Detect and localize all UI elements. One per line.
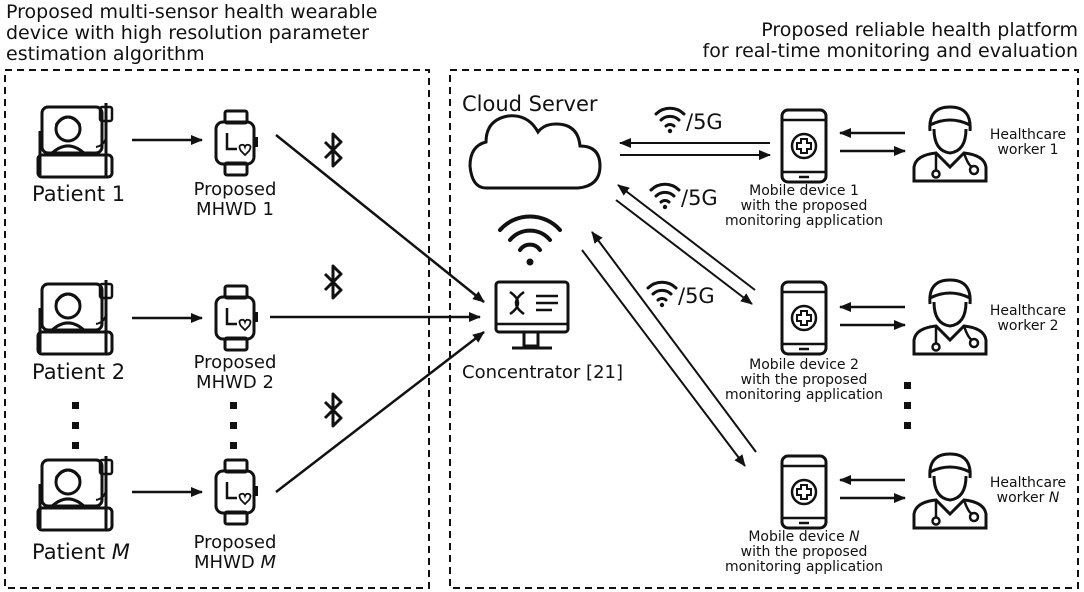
wifi-icon (646, 280, 678, 309)
medical-phone-icon (780, 454, 828, 530)
patient-label: Patient M (32, 540, 130, 564)
device-label: Proposed MHWD 2 (193, 352, 277, 393)
healthcare-worker-label: Healthcare worker 2 (989, 303, 1067, 334)
bluetooth-icon (323, 132, 343, 168)
device-label: Proposed MHWD M (193, 532, 277, 573)
patient-ellipsis (72, 402, 79, 449)
dna-monitor-icon (494, 280, 570, 350)
platform-panel-title: Proposed reliable health platform for re… (702, 19, 1078, 62)
healthcare-worker-label: Healthcare worker 1 (989, 127, 1067, 158)
patient-bed-icon (36, 278, 114, 356)
mobile-device-label: Mobile device 2 with the proposed monito… (724, 357, 884, 403)
wifi-icon (498, 214, 562, 266)
wearable-panel-title: Proposed multi-sensor health wearable de… (6, 1, 378, 65)
wireless-label: /5G (678, 284, 715, 308)
doctor-icon (912, 452, 988, 530)
wearable-panel (4, 69, 430, 589)
cloud-server-label: Cloud Server (462, 92, 598, 116)
watch-to-concentrator-arrow (275, 331, 485, 493)
worker-ellipsis (904, 382, 911, 429)
concentrator-label: Concentrator [21] (462, 362, 623, 383)
mobile-device-label: Mobile device N with the proposed monito… (724, 529, 884, 575)
smartwatch-icon (214, 458, 260, 526)
concentrator-to-mobile-arrow (615, 199, 753, 305)
healthcare-worker-label: Healthcare worker N (989, 475, 1067, 506)
smartwatch-icon (214, 109, 260, 177)
mobile-device-label: Mobile device 1 with the proposed monito… (724, 183, 884, 229)
concentrator-to-mobile-arrow (581, 249, 746, 467)
patient-label: Patient 1 (32, 182, 126, 206)
patient-bed-icon (36, 101, 114, 179)
wireless-label: /5G (686, 110, 723, 134)
medical-phone-icon (780, 108, 828, 184)
device-ellipsis (230, 402, 237, 449)
bluetooth-icon (323, 392, 343, 428)
wifi-icon (654, 106, 686, 135)
doctor-icon (912, 278, 988, 356)
wireless-label: /5G (681, 186, 718, 210)
patient-bed-icon (36, 454, 114, 532)
smartwatch-icon (214, 284, 260, 352)
cloud-icon (468, 114, 602, 190)
doctor-icon (912, 105, 988, 183)
device-label: Proposed MHWD 1 (193, 179, 277, 220)
mobile-to-concentrator-arrow (591, 231, 757, 453)
mobile-to-concentrator-arrow (617, 184, 756, 291)
bluetooth-icon (323, 264, 343, 300)
medical-phone-icon (780, 280, 828, 356)
platform-panel (449, 69, 1079, 589)
wifi-icon (649, 182, 681, 211)
watch-to-concentrator-arrow (275, 134, 485, 303)
patient-label: Patient 2 (32, 360, 126, 384)
